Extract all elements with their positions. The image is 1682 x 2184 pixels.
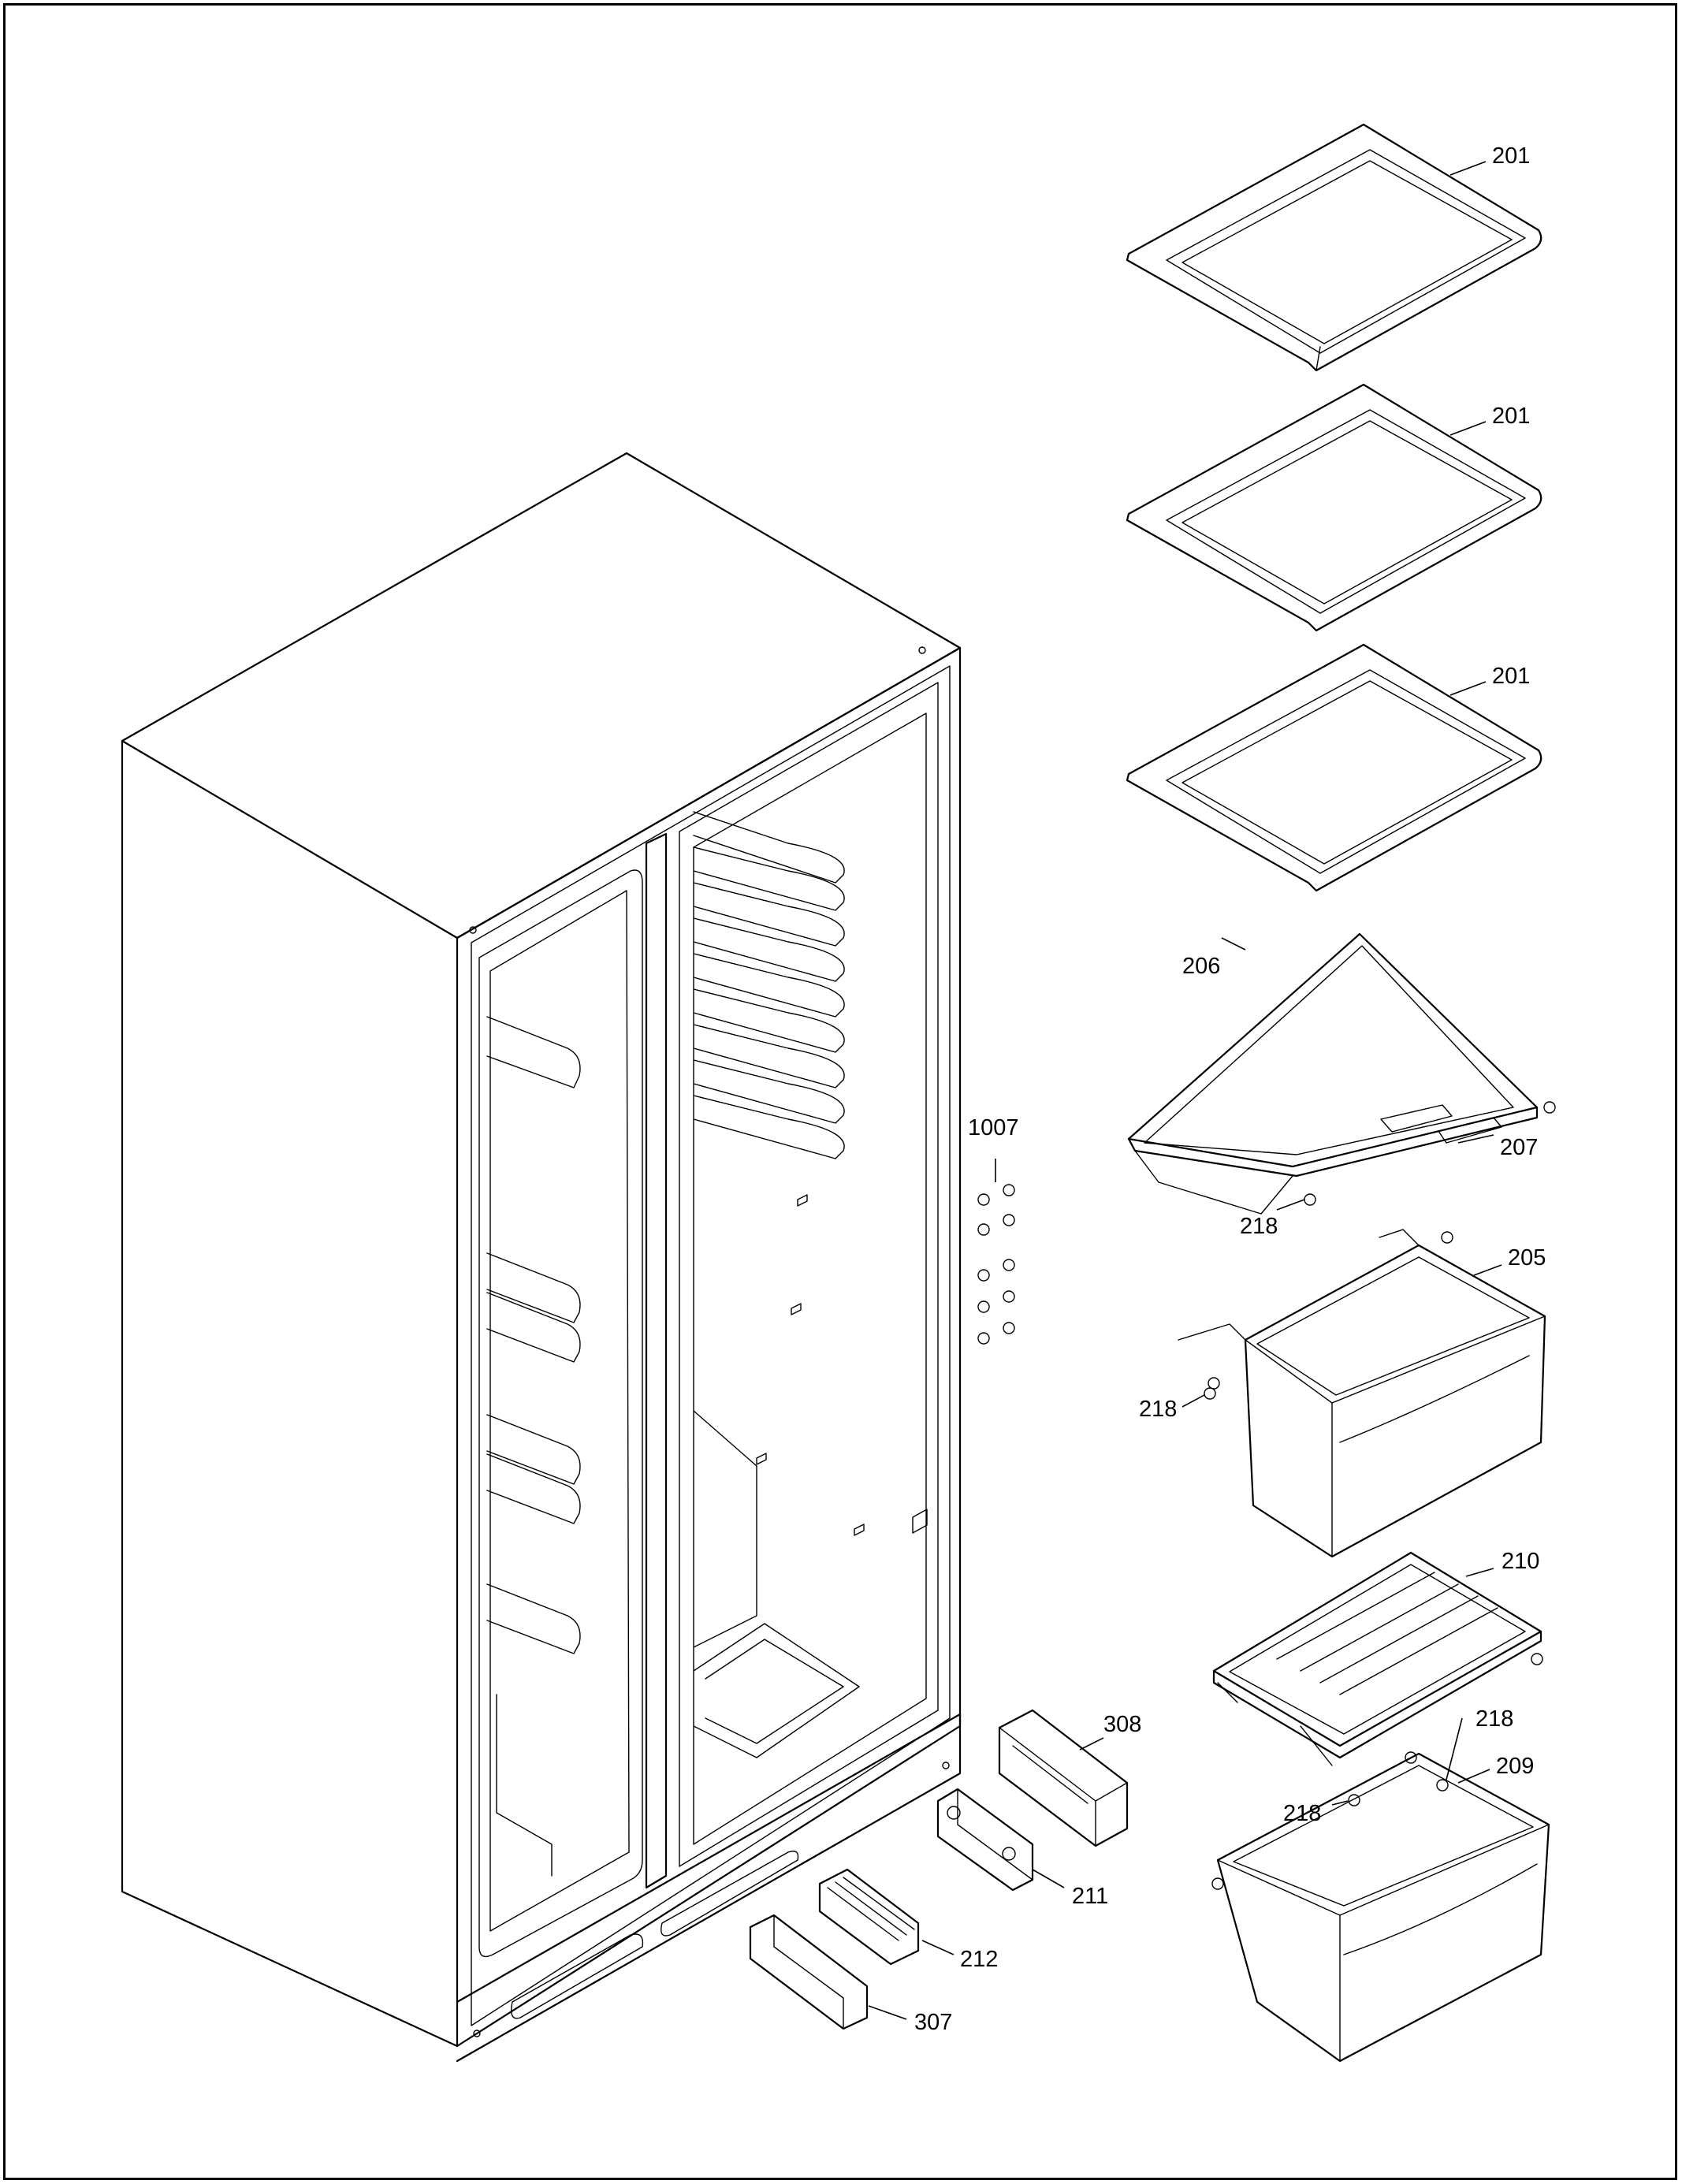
callout-218-d: 218 xyxy=(1283,1801,1321,1826)
callout-labels: 201 201 201 206 207 1007 218 205 218 210… xyxy=(914,143,1546,2035)
callout-207: 207 xyxy=(1500,1135,1538,1160)
crisper-drawer-209 xyxy=(1211,1751,1550,2063)
refrigerator-cabinet xyxy=(121,452,962,2063)
callout-218-a: 218 xyxy=(1240,1214,1278,1239)
part-212 xyxy=(818,1868,920,1966)
callout-307: 307 xyxy=(914,2010,952,2035)
glass-shelf-201-top xyxy=(1126,123,1542,372)
callout-212: 212 xyxy=(960,1947,998,1972)
part-307 xyxy=(749,1914,869,2030)
callout-218-c: 218 xyxy=(1475,1706,1513,1732)
callout-205: 205 xyxy=(1508,1245,1546,1271)
callout-210: 210 xyxy=(1502,1549,1539,1574)
callout-201-middle: 201 xyxy=(1492,404,1530,429)
shelf-rails xyxy=(693,811,845,1159)
part-308 xyxy=(998,1709,1129,1847)
glass-shelf-201-bottom xyxy=(1126,643,1542,892)
page-border xyxy=(3,3,1677,2180)
part-211 xyxy=(936,1788,1034,1892)
crisper-drawer-205 xyxy=(1178,1229,1546,1558)
callout-211: 211 xyxy=(1072,1884,1108,1909)
glass-shelf-201-middle xyxy=(1126,383,1542,632)
callout-206: 206 xyxy=(1182,954,1220,979)
crisper-cover-206 xyxy=(1127,932,1556,1215)
crisper-cover-210 xyxy=(1212,1551,1543,1766)
bumpers-218 xyxy=(1204,1193,1449,1806)
callout-209: 209 xyxy=(1496,1754,1534,1779)
callout-201-top: 201 xyxy=(1492,143,1530,169)
callout-308: 308 xyxy=(1103,1712,1141,1737)
freezer-door-shelves xyxy=(486,1016,581,1877)
screws-1007 xyxy=(977,1184,1015,1345)
callout-201-bottom: 201 xyxy=(1492,664,1530,689)
leader-lines xyxy=(868,161,1502,2020)
callout-218-b: 218 xyxy=(1139,1397,1177,1422)
callout-1007: 1007 xyxy=(968,1115,1019,1140)
